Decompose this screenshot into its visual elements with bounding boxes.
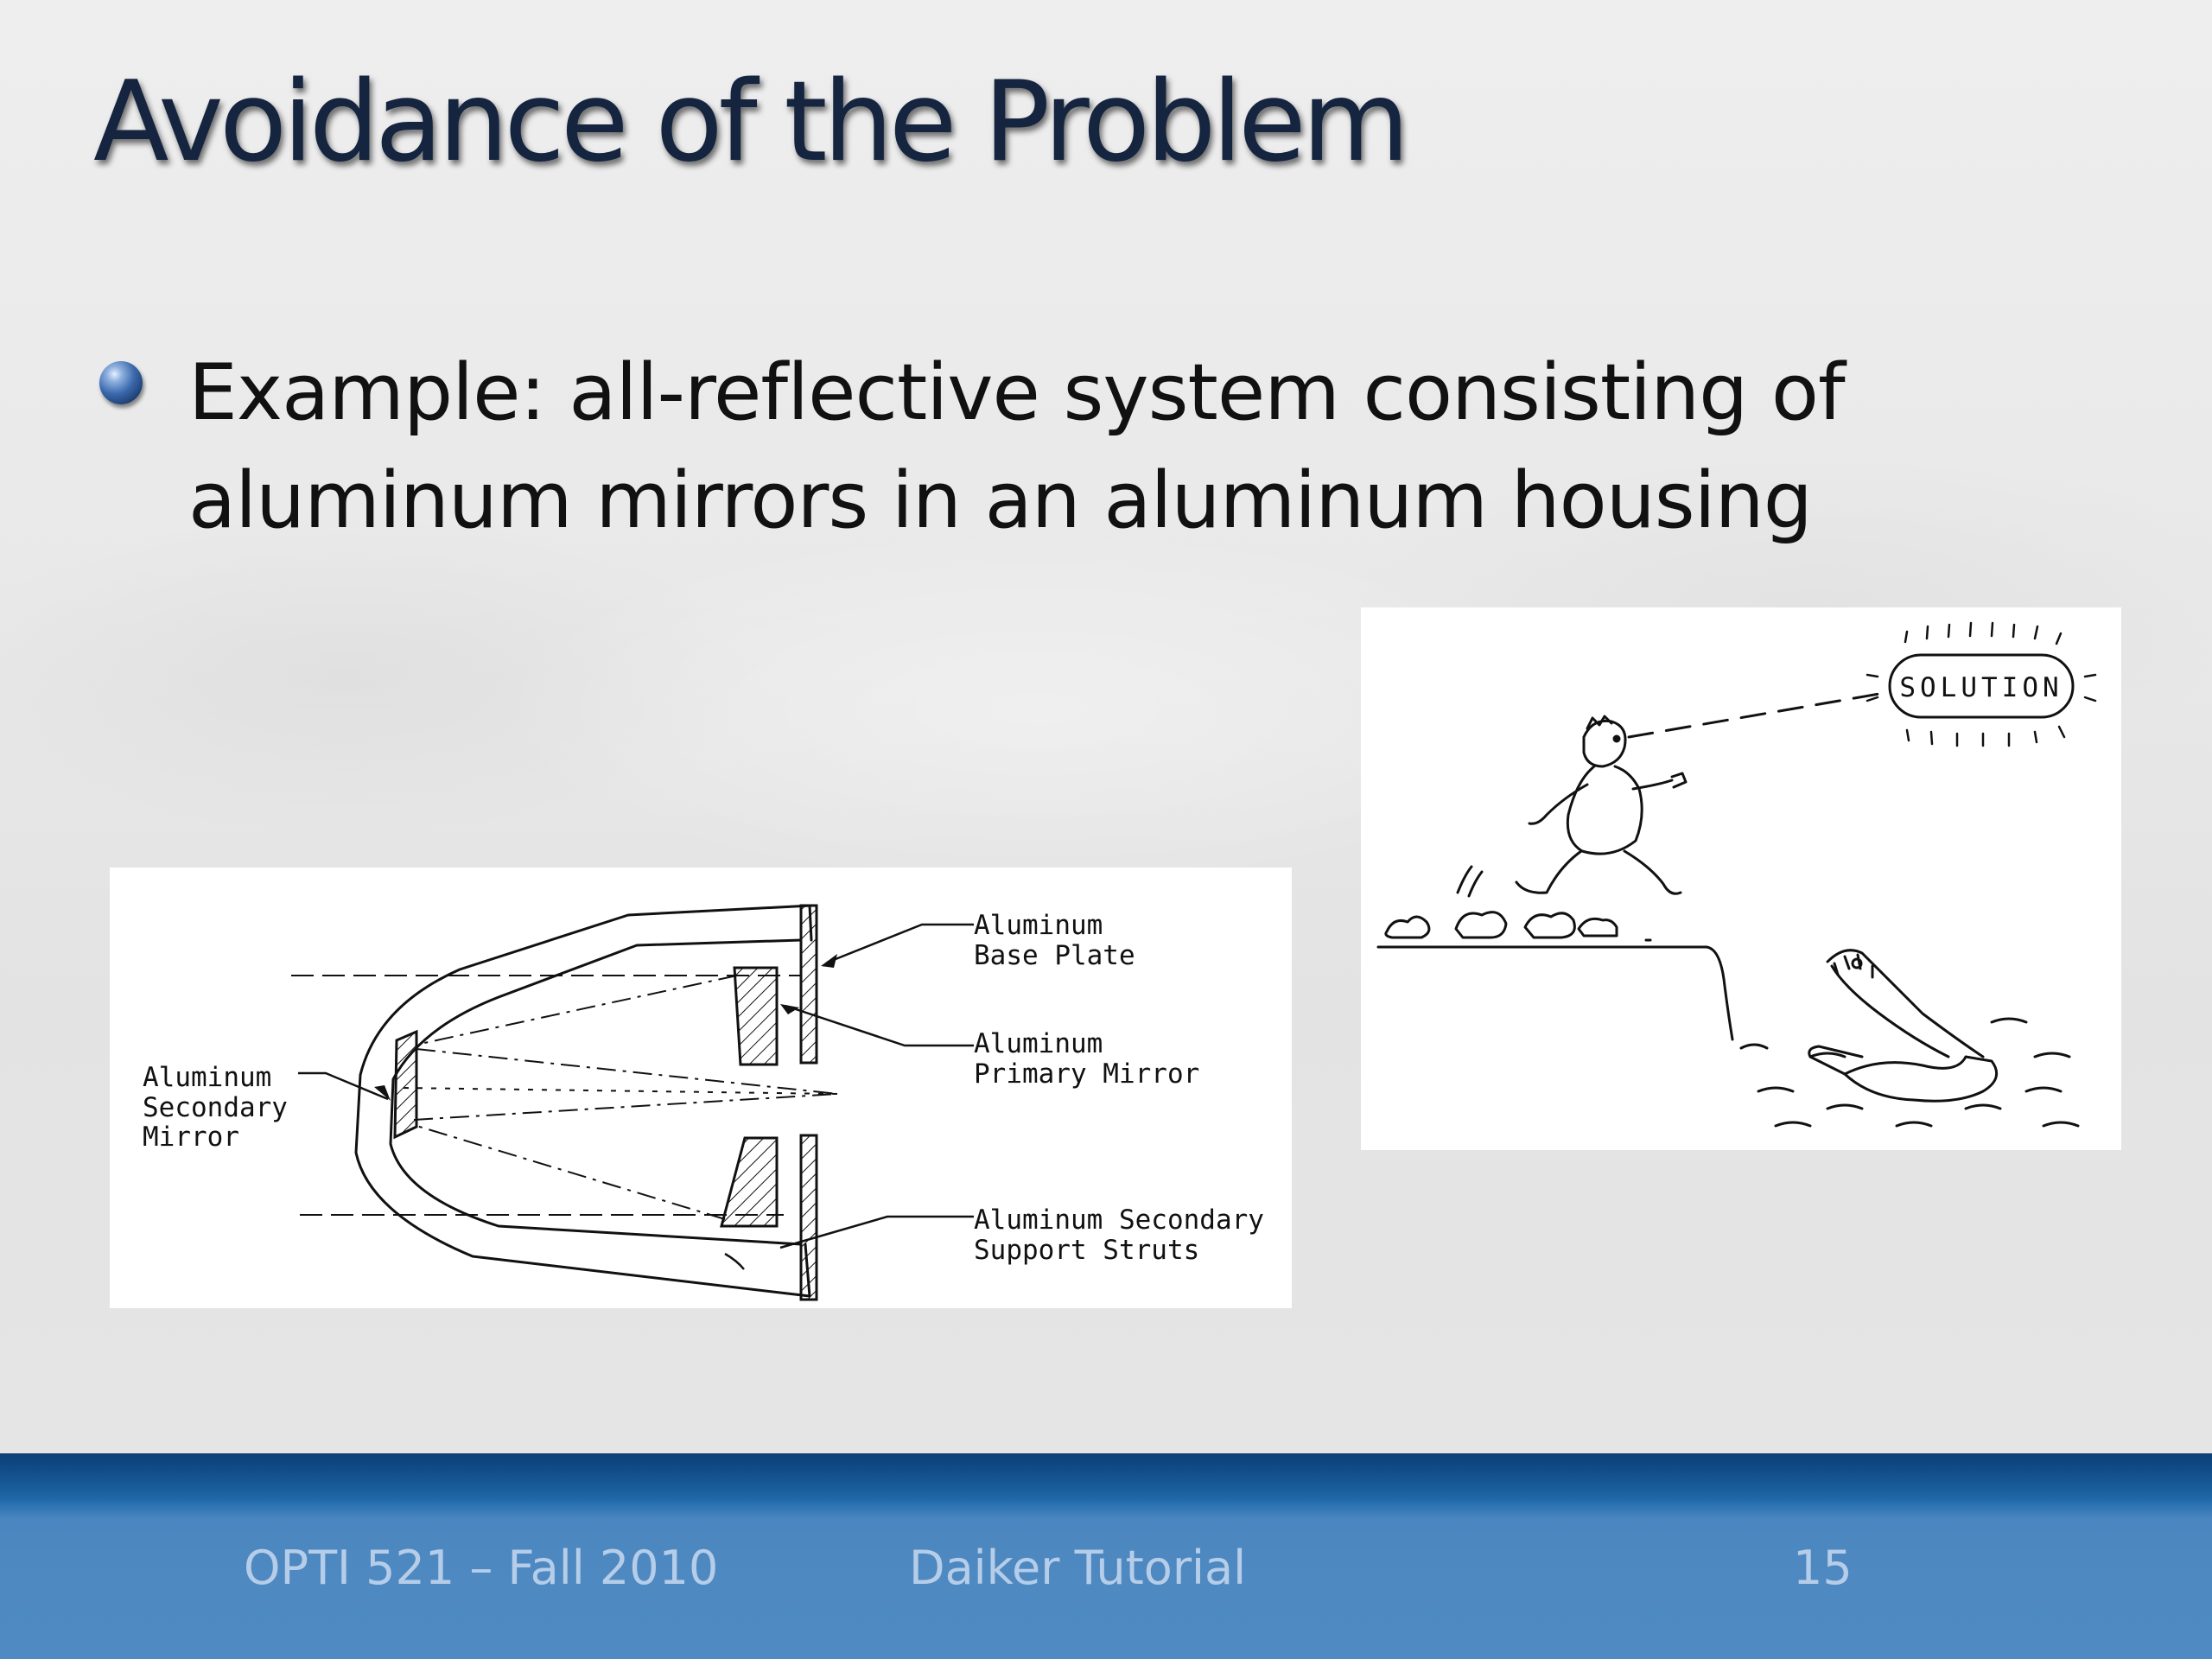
label-base-plate-line1: Aluminum: [974, 910, 1103, 941]
footer-author: Daiker Tutorial: [909, 1541, 1247, 1595]
label-base-plate-line2: Base Plate: [974, 940, 1135, 971]
label-secondary-mirror-line3: Mirror: [143, 1122, 239, 1153]
label-secondary-mirror-line1: Aluminum: [143, 1062, 271, 1093]
footer-page-number: 15: [1793, 1541, 1853, 1595]
cartoon-drawing: SOLUTION: [1376, 621, 2097, 1128]
label-support-struts-line1: Aluminum Secondary: [974, 1205, 1264, 1236]
footer-band: [0, 1453, 2212, 1659]
label-secondary-mirror-line2: Secondary: [143, 1092, 288, 1123]
bullet-text: Example: all-reflective system consistin…: [188, 347, 1846, 546]
telescope-diagram: Aluminum Base Plate Aluminum Primary Mir…: [110, 868, 1292, 1308]
solution-sign-text: SOLUTION: [1899, 672, 2063, 703]
footer-shine: [0, 1453, 2212, 1505]
footer-course: OPTI 521 – Fall 2010: [244, 1541, 719, 1595]
label-support-struts-line2: Support Struts: [974, 1235, 1199, 1266]
label-primary-mirror-line2: Primary Mirror: [974, 1058, 1199, 1090]
slide-title: Avoidance of the Problem: [93, 58, 1409, 187]
label-primary-mirror-line1: Aluminum: [974, 1028, 1103, 1059]
bullet-icon: [99, 361, 143, 404]
cartoon-image: SOLUTION: [1361, 607, 2121, 1150]
telescope-drawing: Aluminum Base Plate Aluminum Primary Mir…: [143, 904, 1264, 1301]
